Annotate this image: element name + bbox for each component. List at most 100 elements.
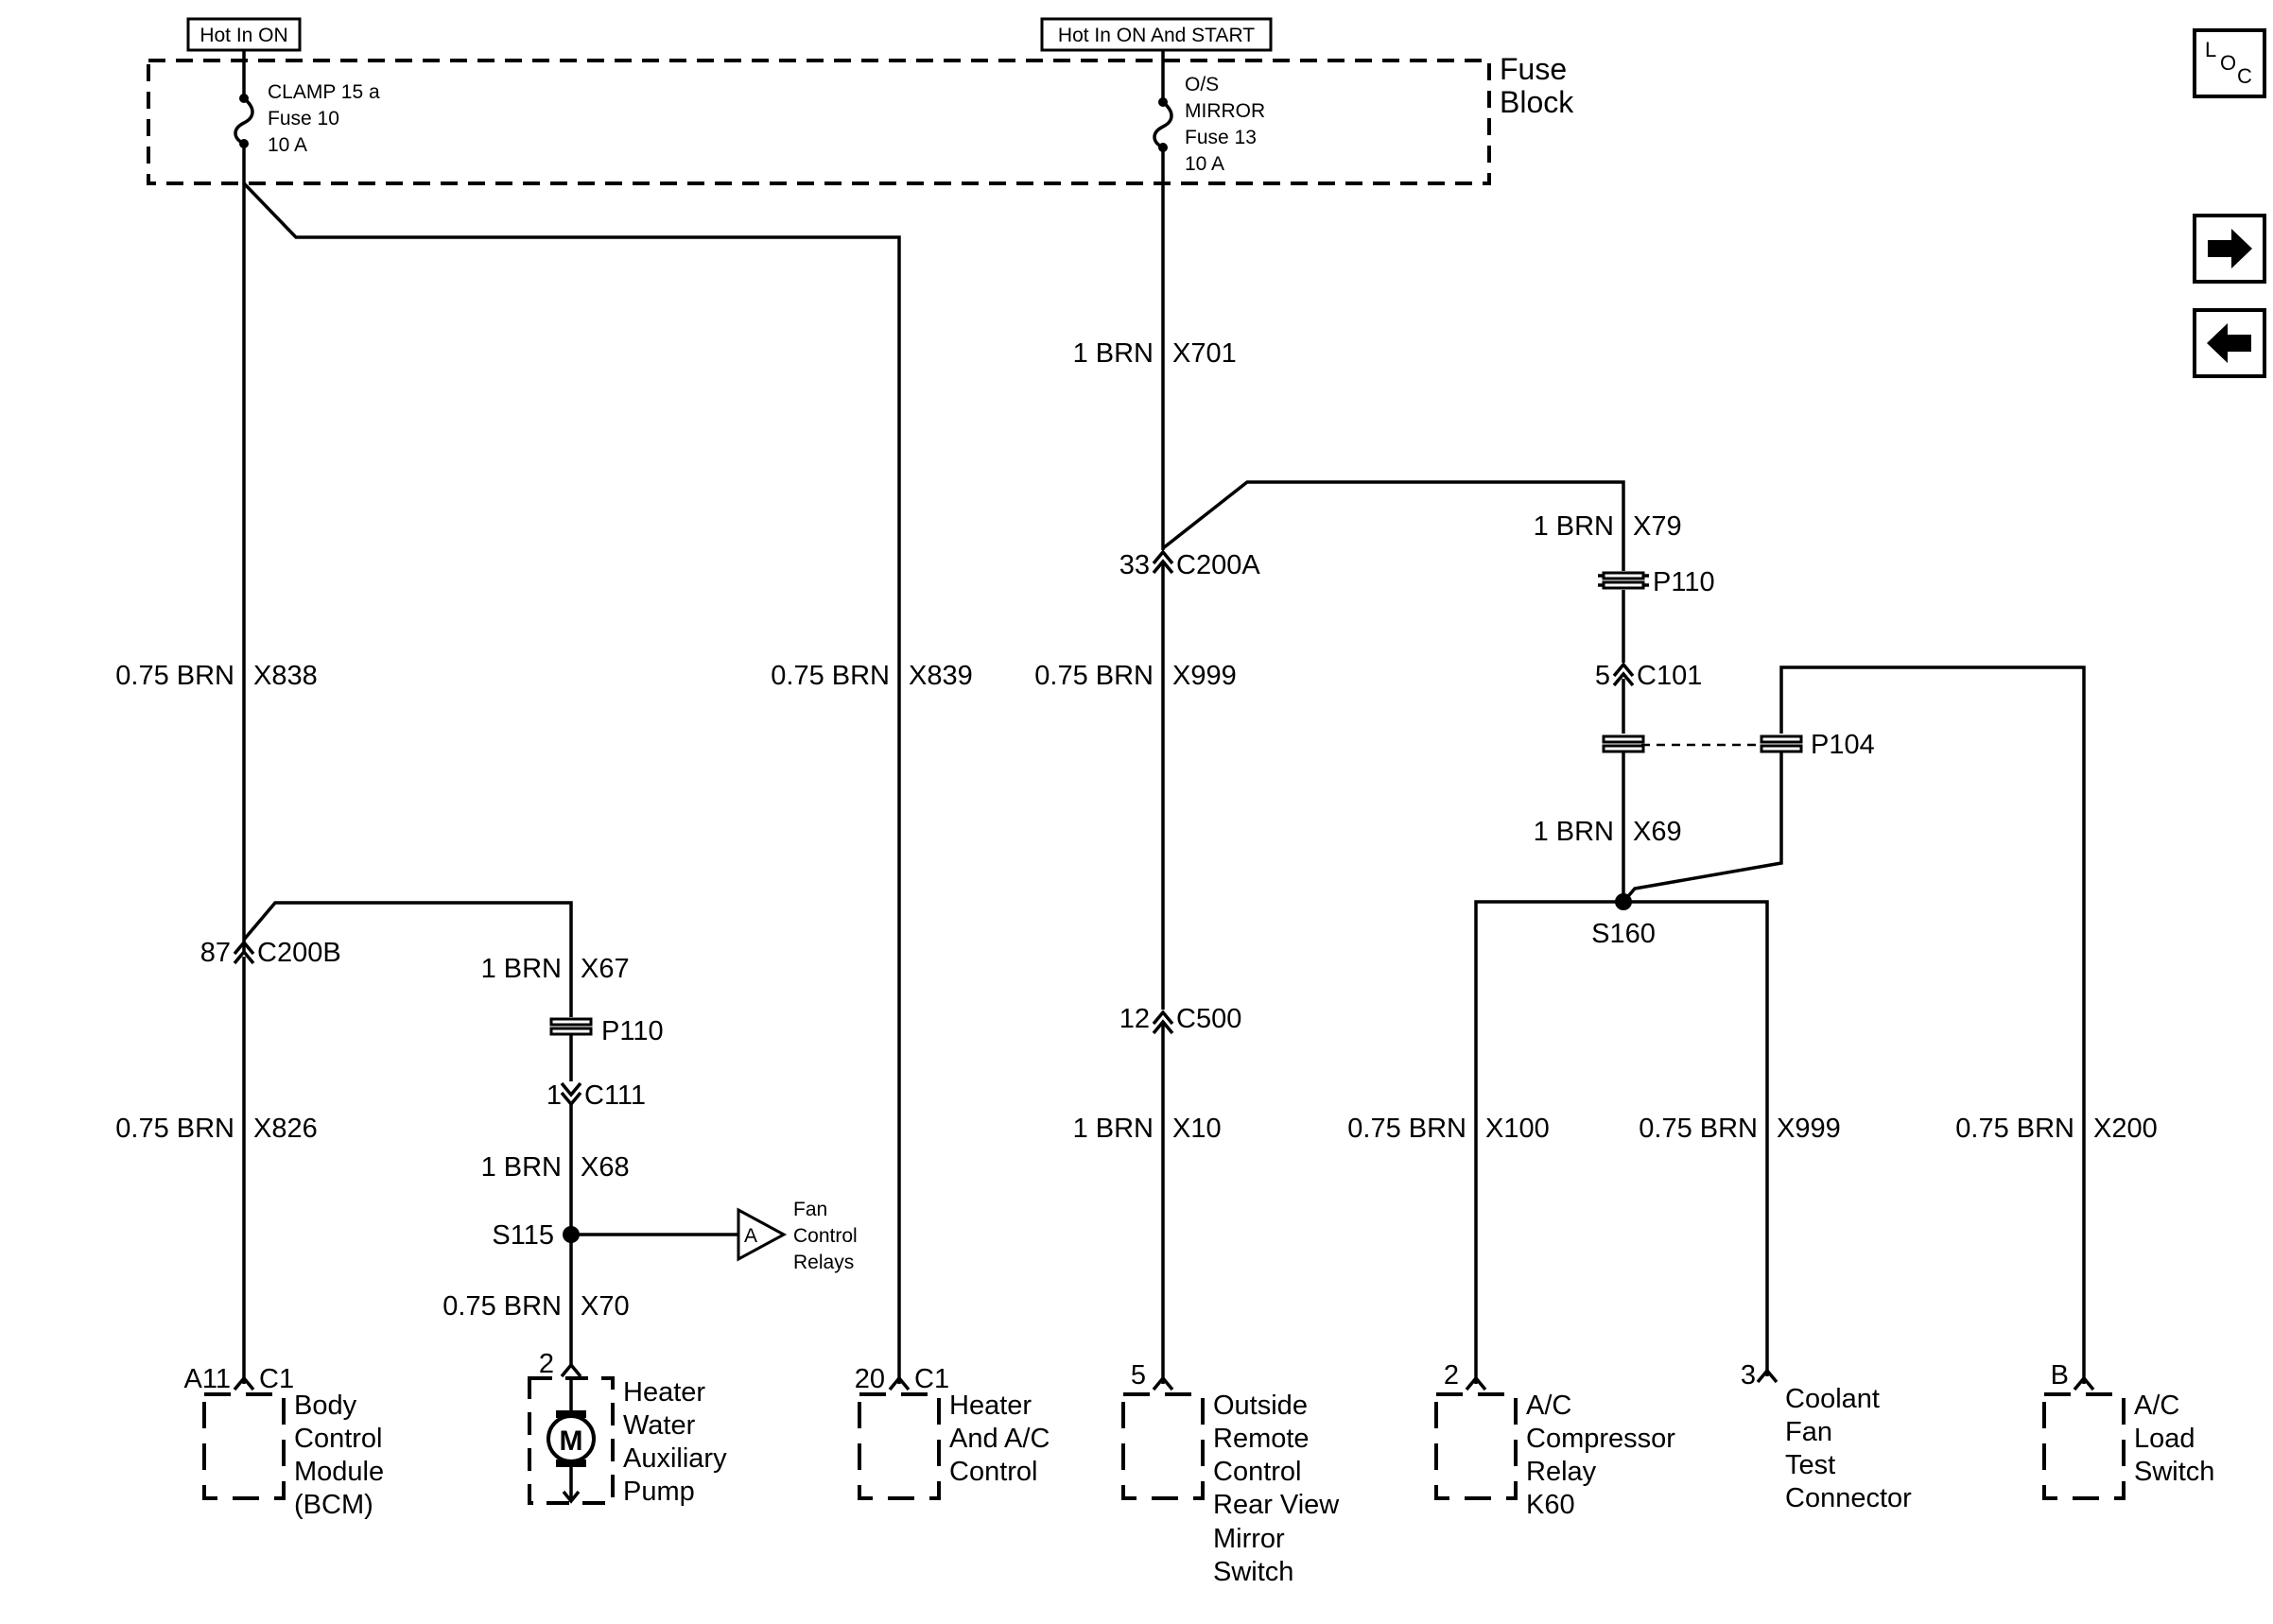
- load-pin-symbol: [2073, 1375, 2095, 1391]
- arrow-right-icon: [2208, 229, 2252, 268]
- x839-circuit: X839: [909, 661, 973, 691]
- x10-gauge: 1 BRN: [1073, 1114, 1154, 1144]
- loc-letter-o: O: [2220, 51, 2236, 75]
- fuse-10-line-1: CLAMP 15 a: [268, 81, 380, 103]
- bcm-name-1: Body: [294, 1391, 357, 1421]
- bcm-pin: A11: [184, 1364, 231, 1394]
- x70-circuit: X70: [581, 1291, 630, 1322]
- location-icon: L O C: [2205, 38, 2252, 88]
- mirror-pin: 5: [1131, 1360, 1146, 1391]
- fuse-10: [234, 50, 254, 148]
- pump-name-4: Pump: [623, 1477, 695, 1507]
- x68-gauge: 1 BRN: [481, 1152, 562, 1183]
- relay-name-1: A/C: [1526, 1391, 1571, 1421]
- relay-name-4: K60: [1526, 1490, 1575, 1520]
- offpage-letter: A: [744, 1225, 757, 1247]
- fan-control-relays-line-3: Relays: [793, 1252, 854, 1273]
- relay-name-2: Compressor: [1526, 1424, 1675, 1454]
- c101-name: C101: [1637, 661, 1702, 691]
- fan-control-relays-line-1: Fan: [793, 1199, 827, 1220]
- c111-name: C111: [584, 1080, 646, 1111]
- pump-name-3: Auxiliary: [623, 1443, 727, 1474]
- location-button[interactable]: L O C: [2193, 28, 2266, 98]
- fuse-13: [1153, 50, 1173, 152]
- hvac-pin: 20: [855, 1364, 885, 1394]
- c200a-name: C200A: [1176, 550, 1260, 580]
- relay-box: [1434, 1392, 1518, 1500]
- plug-p104: [1760, 734, 1803, 753]
- loc-letter-c: C: [2237, 64, 2252, 88]
- pump-name-1: Heater: [623, 1377, 705, 1408]
- mirror-name-3: Control: [1213, 1457, 1302, 1487]
- x69-gauge: 1 BRN: [1534, 817, 1614, 847]
- connector-c111-symbol: [560, 1081, 582, 1107]
- pump-pin-symbol: [560, 1362, 582, 1378]
- c500-pin: 12: [1119, 1004, 1150, 1034]
- x67-gauge: 1 BRN: [481, 954, 562, 984]
- wire-x100: [1474, 900, 1623, 1384]
- x200-gauge: 0.75 BRN: [1955, 1114, 2074, 1144]
- relay-pin: 2: [1444, 1360, 1459, 1391]
- hot-in-on-text: Hot In ON: [200, 25, 287, 46]
- hot-in-on-start-text: Hot In ON And START: [1058, 25, 1255, 46]
- motor-icon: M: [547, 1376, 596, 1504]
- splice-s115: [563, 1226, 580, 1243]
- load-box: [2042, 1392, 2126, 1500]
- x67-circuit: X67: [581, 954, 630, 984]
- x79-gauge: 1 BRN: [1534, 511, 1614, 542]
- wire-p104-loop: [1622, 665, 2086, 1384]
- c200a-pin: 33: [1119, 550, 1150, 580]
- x838-circuit: X838: [253, 661, 318, 691]
- hvac-connector: C1: [914, 1364, 949, 1394]
- next-page-button[interactable]: [2193, 214, 2266, 284]
- wire-x79: [1161, 480, 1625, 571]
- load-pin: B: [2051, 1360, 2069, 1391]
- c101-pin: 5: [1595, 661, 1610, 691]
- fuse-block-label-1: Fuse: [1500, 52, 1567, 86]
- fuse-13-line-3: Fuse 13: [1185, 127, 1257, 148]
- coolant-pin-symbol: [1756, 1368, 1778, 1384]
- previous-page-button[interactable]: [2193, 308, 2266, 378]
- relay-name-3: Relay: [1526, 1457, 1597, 1487]
- x701-gauge: 1 BRN: [1073, 338, 1154, 369]
- x79-circuit: X79: [1633, 511, 1682, 542]
- fuse-13-line-1: O/S: [1185, 74, 1219, 95]
- fuse-10-line-3: 10 A: [268, 134, 307, 156]
- p110-upper-label: P110: [1653, 567, 1715, 597]
- offpage-connector-a: A: [737, 1207, 788, 1262]
- x999a-gauge: 0.75 BRN: [1034, 661, 1154, 691]
- c200b-name: C200B: [257, 938, 341, 968]
- x68-circuit: X68: [581, 1152, 630, 1183]
- loc-letter-l: L: [2205, 38, 2216, 61]
- wire-x999-coolant: [1623, 900, 1769, 1376]
- fuse-13-line-2: MIRROR: [1185, 100, 1265, 122]
- plug-p110-mid: [1602, 734, 1645, 753]
- fuse-13-line-4: 10 A: [1185, 153, 1224, 175]
- splice-s160: [1615, 893, 1632, 910]
- hvac-name-2: And A/C: [949, 1424, 1050, 1454]
- coolant-pin: 3: [1741, 1360, 1756, 1391]
- bcm-name-3: Module: [294, 1457, 384, 1487]
- x701-circuit: X701: [1172, 338, 1237, 369]
- load-name-2: Load: [2134, 1424, 2195, 1454]
- bcm-box: [202, 1392, 286, 1500]
- x999a-circuit: X999: [1172, 661, 1237, 691]
- mirror-name-1: Outside: [1213, 1391, 1308, 1421]
- hot-in-on-label: Hot In ON: [186, 17, 302, 52]
- wire-x839: [242, 181, 901, 1384]
- plug-p110-upper: [1598, 571, 1649, 590]
- x826-circuit: X826: [253, 1114, 318, 1144]
- c111-pin: 1: [547, 1080, 562, 1111]
- arrow-left-icon: [2207, 323, 2251, 363]
- hvac-pin-symbol: [888, 1375, 911, 1391]
- bcm-name-4: (BCM): [294, 1490, 373, 1520]
- p104-label: P104: [1811, 730, 1875, 760]
- mirror-name-2: Remote: [1213, 1424, 1310, 1454]
- bcm-name-2: Control: [294, 1424, 383, 1454]
- plug-p110-lower: [549, 1017, 593, 1044]
- fuse-block-outline: [147, 59, 1491, 185]
- hvac-name-1: Heater: [949, 1391, 1032, 1421]
- x100-circuit: X100: [1485, 1114, 1550, 1144]
- x839-gauge: 0.75 BRN: [771, 661, 890, 691]
